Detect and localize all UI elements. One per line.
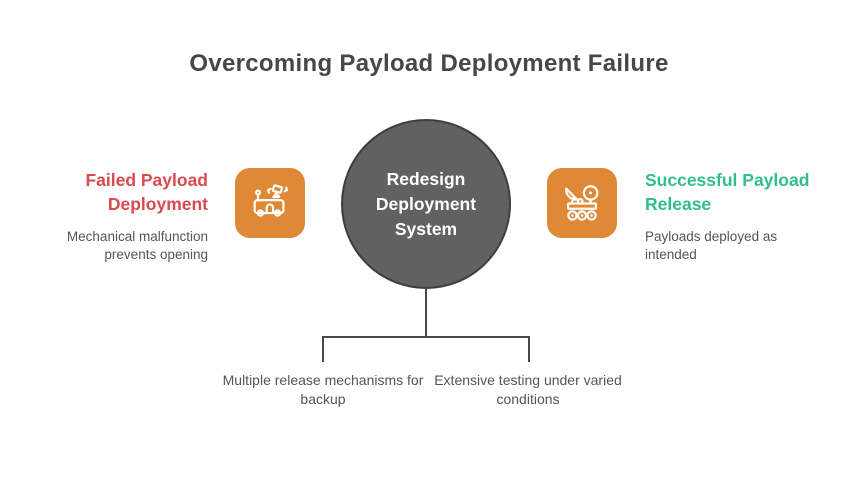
rover-with-dish-icon <box>547 168 617 238</box>
connector-horizontal <box>322 336 530 338</box>
connector-vertical-left <box>322 336 324 362</box>
central-node-label: Redesign Deployment System <box>375 168 477 239</box>
successful-release-heading: Successful Payload Release <box>645 170 810 214</box>
failed-deployment-heading: Failed Payload Deployment <box>85 170 208 214</box>
failed-deployment-description: Mechanical malfunction prevents opening <box>66 229 208 262</box>
branch-label-extensive-testing: Extensive testing under varied condition… <box>434 372 622 407</box>
branch-label-multiple-release: Multiple release mechanisms for backup <box>222 372 424 407</box>
rover-with-falling-satellite-icon <box>235 168 305 238</box>
connector-vertical-center <box>425 288 427 338</box>
connector-vertical-right <box>528 336 530 362</box>
central-node: Redesign Deployment System <box>341 119 511 289</box>
successful-release-description: Payloads deployed as intended <box>645 229 778 262</box>
page-title: Overcoming Payload Deployment Failure <box>189 50 669 77</box>
